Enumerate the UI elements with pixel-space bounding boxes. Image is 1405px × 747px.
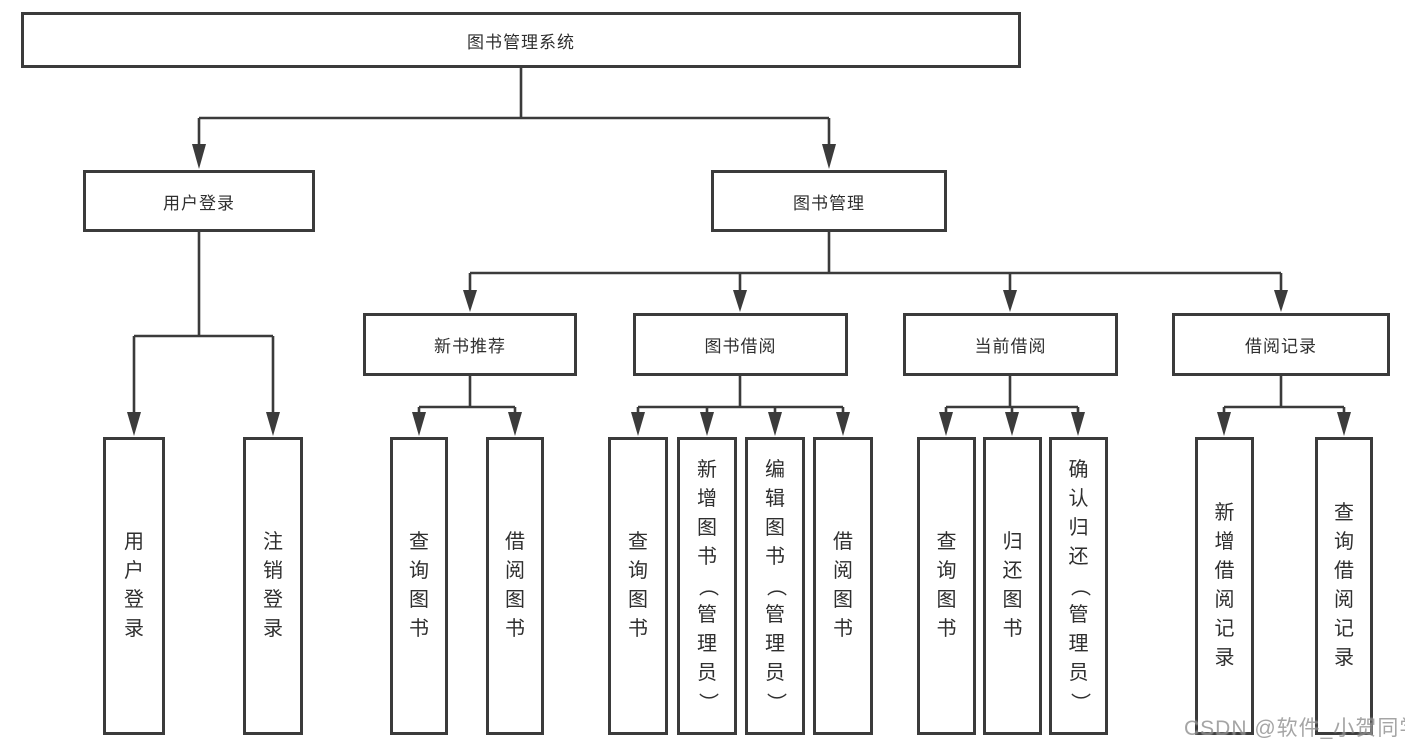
leaf-query-books-borrow: 查询图书 (608, 437, 668, 735)
node-user-login: 用户登录 (83, 170, 315, 232)
node-root-library-system: 图书管理系统 (21, 12, 1021, 68)
leaf-borrow-books-recommend: 借阅图书 (486, 437, 544, 735)
leaf-label: 用户登录 (124, 531, 144, 640)
node-new-book-recommend: 新书推荐 (363, 313, 577, 376)
leaf-user-login: 用户登录 (103, 437, 165, 735)
leaf-label: 编辑图书（管理员） (764, 458, 787, 713)
leaf-label: 借阅图书 (833, 531, 853, 640)
leaf-label: 查询图书 (628, 531, 648, 640)
leaf-return-books: 归还图书 (983, 437, 1042, 735)
csdn-watermark: CSDN @软件_小贺同学 (1184, 717, 1405, 740)
leaf-confirm-return-admin: 确认归还（管理员） (1049, 437, 1108, 735)
arrowhead-icons (127, 144, 1351, 436)
leaf-logout: 注销登录 (243, 437, 303, 735)
leaf-edit-books-admin: 编辑图书（管理员） (745, 437, 805, 735)
leaf-query-books-recommend: 查询图书 (390, 437, 448, 735)
node-current-borrow: 当前借阅 (903, 313, 1118, 376)
leaf-borrow-books: 借阅图书 (813, 437, 873, 735)
leaf-label: 查询借阅记录 (1334, 502, 1354, 669)
leaf-label: 归还图书 (1002, 531, 1023, 640)
leaf-label: 查询图书 (936, 531, 957, 640)
leaf-query-borrow-record: 查询借阅记录 (1315, 437, 1373, 735)
leaf-add-borrow-record: 新增借阅记录 (1195, 437, 1254, 735)
leaf-label: 注销登录 (263, 531, 283, 640)
leaf-query-books-current: 查询图书 (917, 437, 976, 735)
node-book-management: 图书管理 (711, 170, 947, 232)
leaf-label: 新增借阅记录 (1214, 502, 1235, 669)
leaf-add-books-admin: 新增图书（管理员） (677, 437, 737, 735)
leaf-label: 查询图书 (409, 531, 429, 640)
leaf-label: 借阅图书 (505, 531, 525, 640)
node-borrow-record: 借阅记录 (1172, 313, 1390, 376)
leaf-label: 确认归还（管理员） (1068, 458, 1090, 713)
leaf-label: 新增图书（管理员） (696, 458, 719, 713)
node-book-borrow: 图书借阅 (633, 313, 848, 376)
